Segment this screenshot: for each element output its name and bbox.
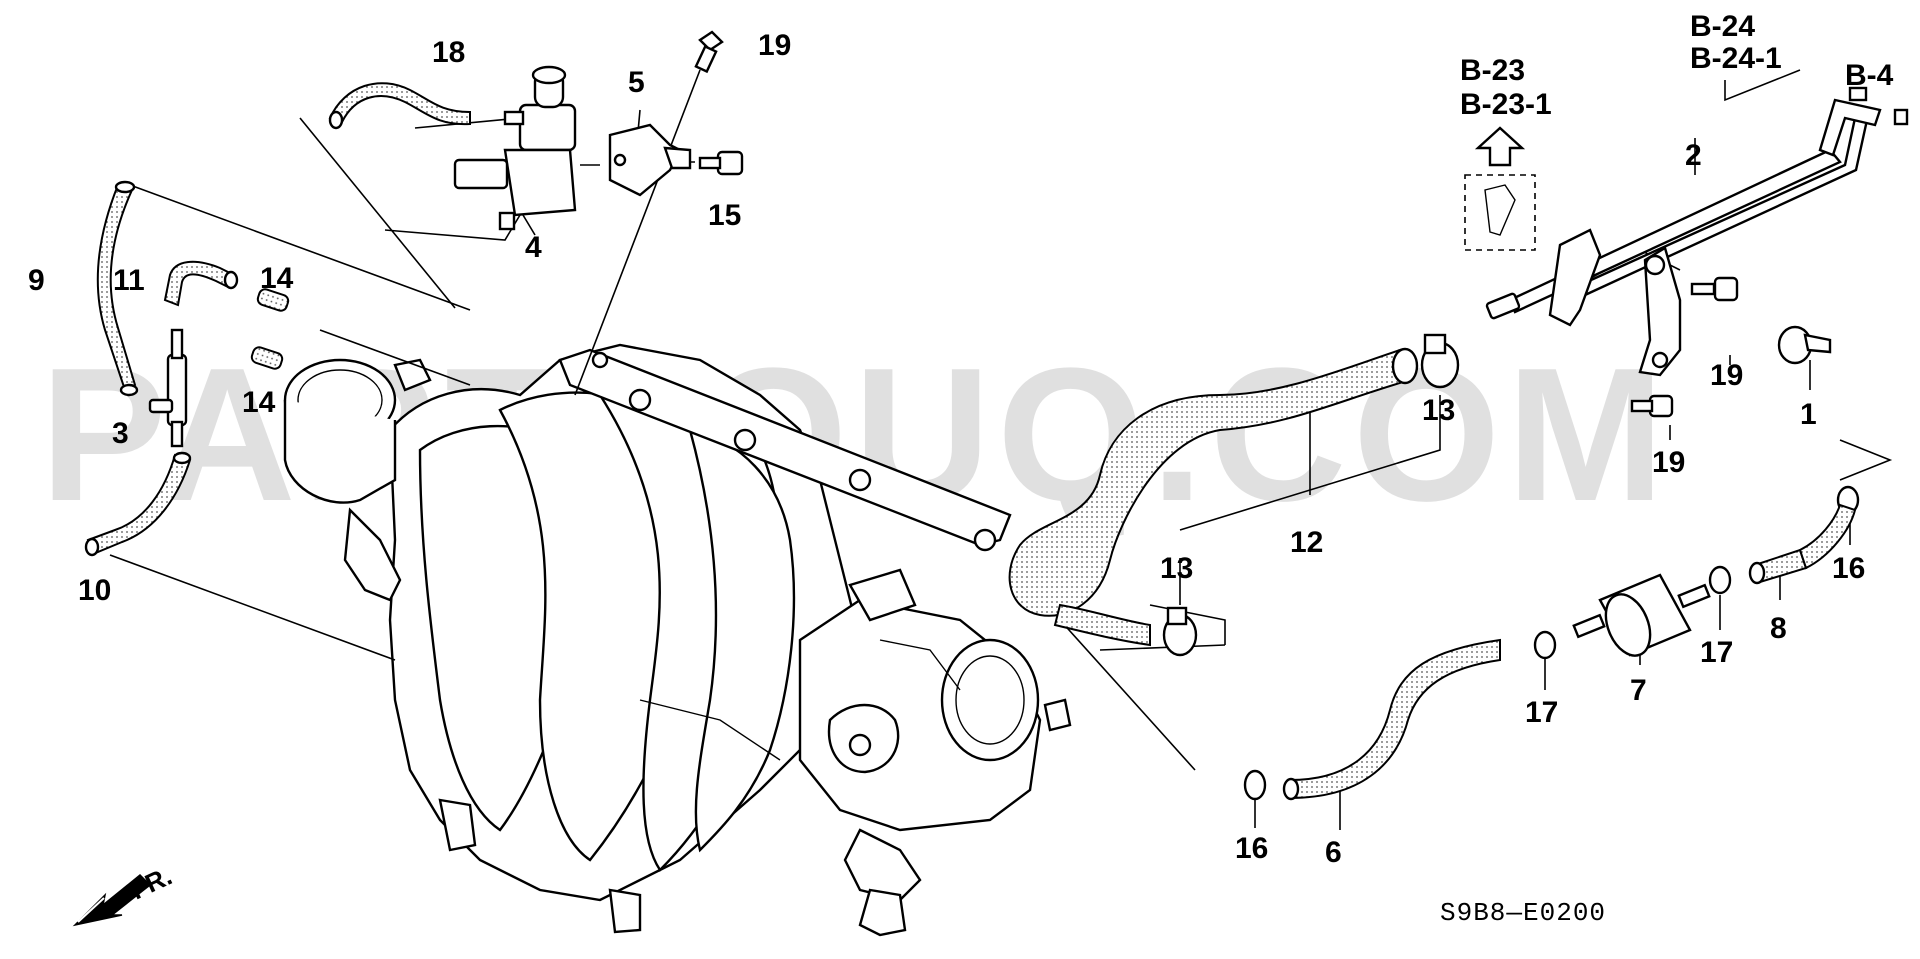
ref-b4: B-4 [1845,59,1894,92]
label-part-16-left: 16 [1235,832,1268,865]
hose-6-end [1282,777,1300,801]
diagram-code: S9B8—E0200 [1440,898,1606,928]
hose-10-end-lower [84,537,100,557]
label-part-19-right-upper: 19 [1710,359,1743,392]
label-part-13-lower: 13 [1160,552,1193,585]
hose-12-end [1391,347,1419,385]
label-part-4: 4 [525,231,542,264]
label-part-12: 12 [1290,526,1323,559]
hose-9-end [114,180,136,194]
label-part-19-top: 19 [758,29,791,62]
label-part-1: 1 [1800,398,1817,431]
t-joint-3 [148,328,188,448]
ref-b23: B-23 [1460,54,1525,87]
bolt-19-right-upper [1690,276,1739,302]
label-part-14-upper: 14 [260,262,294,295]
reference-labels: B-24 B-24-1 B-4 B-23 B-23-1 [1460,10,1894,121]
clip-1 [1777,325,1832,365]
hose-9 [96,183,137,392]
label-part-16-right: 16 [1832,552,1865,585]
filter-7 [1572,573,1711,657]
ref-b24: B-24 [1690,10,1755,43]
connector-14-lower [250,346,284,370]
solenoid-valve-4 [453,65,577,231]
label-part-18: 18 [432,36,465,69]
label-part-11: 11 [113,264,145,297]
hose-6 [1289,638,1501,800]
hose-18-end [328,110,344,130]
label-part-10: 10 [78,574,111,607]
hose-10-end [172,451,192,465]
front-direction-arrow [72,873,152,927]
label-part-14-lower: 14 [242,386,276,419]
connector-14-upper [256,288,290,312]
intake-manifold [388,343,1012,934]
bolt-19-right-lower [1630,394,1674,418]
label-part-19-right-lower: 19 [1652,446,1685,479]
label-part-13-upper: 13 [1422,394,1455,427]
label-part-15: 15 [708,199,741,232]
label-part-6: 6 [1325,836,1342,869]
label-part-9: 9 [28,264,45,297]
label-part-17-left: 17 [1525,696,1558,729]
label-part-8: 8 [1770,612,1787,645]
bolt-19-top [694,30,724,74]
bolt-15 [698,150,744,176]
clamp-16-left [1243,769,1267,801]
bracket-5 [608,123,692,197]
label-part-2: 2 [1685,139,1702,172]
part-labels: 18 5 19 15 4 9 11 14 14 3 10 13 12 13 16… [28,29,1865,869]
hose-8-end [1748,561,1766,585]
clamp-17-right [1708,565,1732,595]
hose-11-end [223,270,239,290]
label-part-3: 3 [112,417,129,450]
throttle-body [798,568,1072,937]
hose-12-branch [1053,603,1151,647]
clamp-13-upper [1420,333,1460,389]
hose-9-end-lower [119,383,139,397]
label-part-7: 7 [1630,674,1647,707]
hose-12 [1008,348,1412,617]
pipe-assembly-2 [1485,86,1909,377]
b23-detail-box [1464,126,1536,251]
ref-b23-1: B-23-1 [1460,88,1552,121]
ref-b24-1: B-24-1 [1690,42,1782,75]
clamp-17-left [1533,630,1557,660]
label-part-5: 5 [628,66,645,99]
resonator-chamber [283,358,432,602]
hose-18 [328,82,471,126]
label-part-17-right: 17 [1700,636,1733,669]
hose-8-upper [1798,503,1857,570]
clamp-13-lower [1162,606,1198,657]
hose-11 [163,260,234,307]
